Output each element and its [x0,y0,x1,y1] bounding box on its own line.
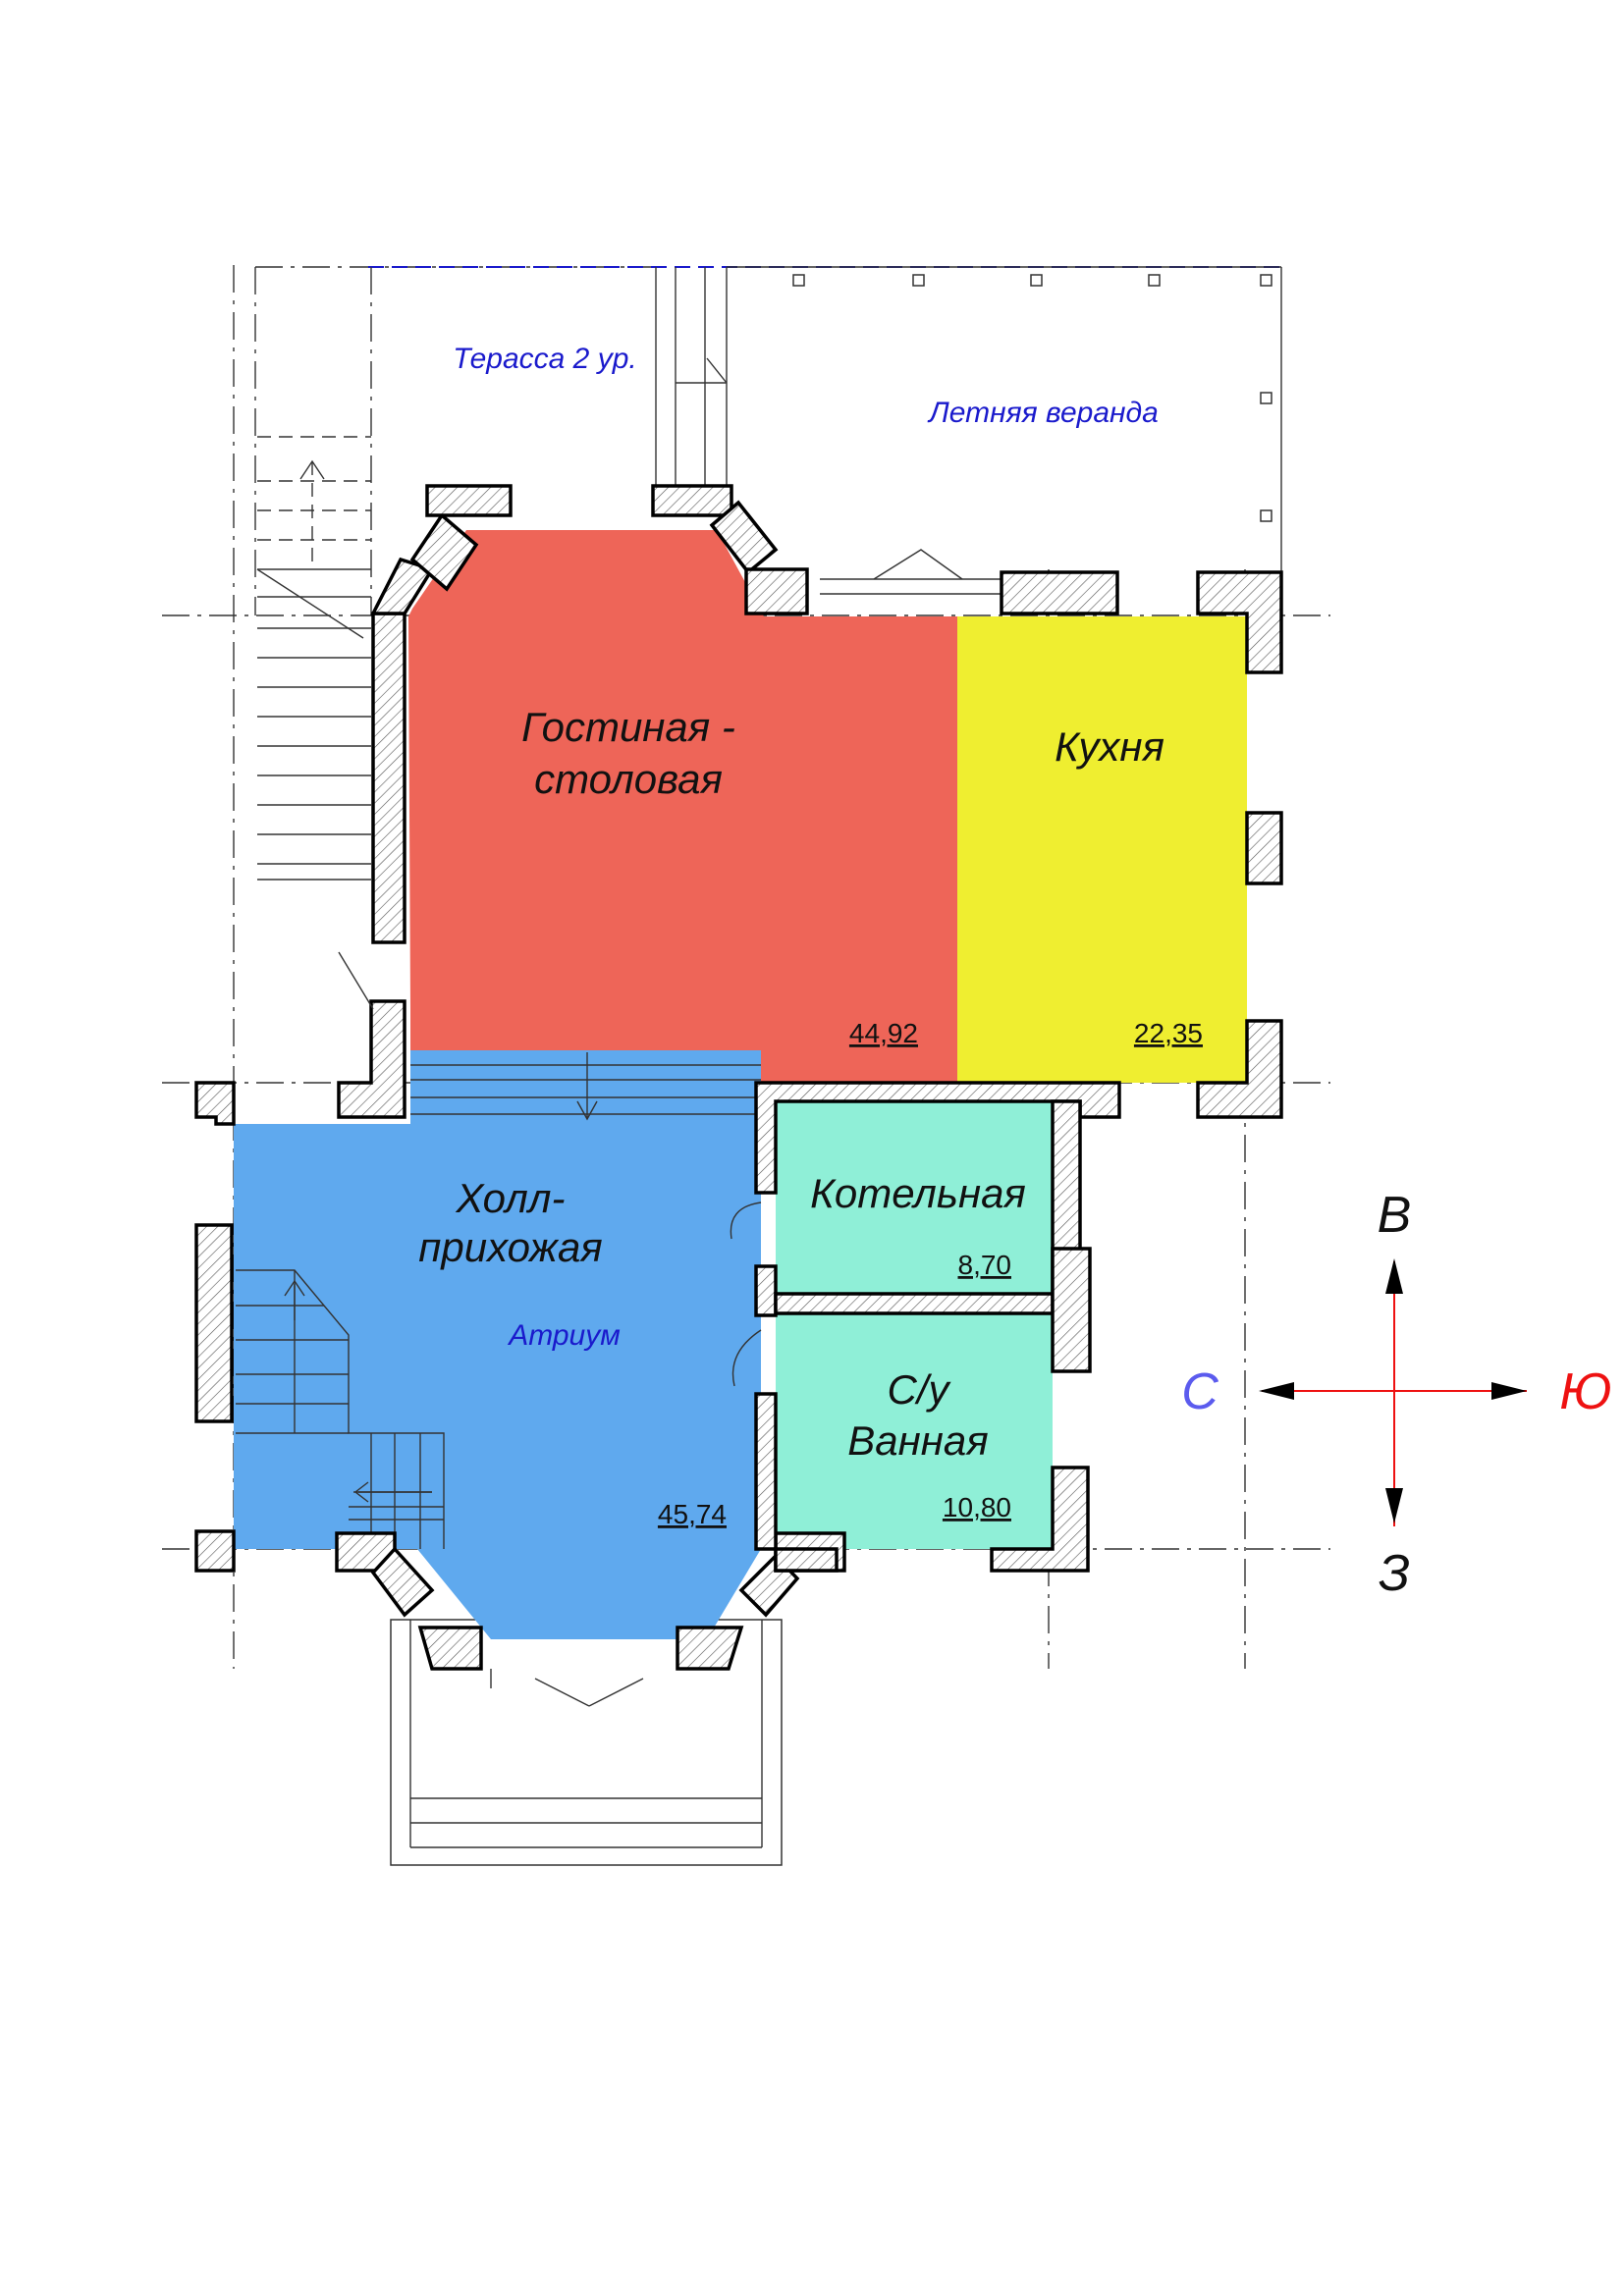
bath-fill [776,1313,1053,1549]
living-room-name-line1: Гостиная - [521,704,735,750]
compass-arrow-right [1491,1382,1527,1400]
bath-name-line1: С/у [888,1366,952,1413]
bath-area: 10,80 [943,1492,1011,1522]
compass: В З С Ю [1181,1187,1611,1602]
kitchen-fill [957,616,1247,1083]
living-room-fill [408,530,957,1083]
boiler-room-fill [776,1101,1053,1294]
living-room-name-line2: столовая [534,756,723,802]
compass-letter-up: В [1378,1187,1412,1244]
living-room-label: Гостиная - столовая 44,92 [521,704,918,1048]
bath-name-line2: Ванная [847,1417,988,1464]
compass-arrow-left [1259,1382,1294,1400]
compass-letter-right: Ю [1559,1363,1611,1420]
terrace-label: Терасса 2 ур. [453,343,636,375]
veranda-posts [792,274,1272,522]
hall-fill [234,1050,761,1639]
hall-name-line1: Холл- [456,1175,566,1221]
kitchen-label: Кухня 22,35 [1055,723,1203,1048]
boiler-room-label: Котельная 8,70 [810,1170,1026,1280]
compass-arrow-up [1385,1258,1403,1294]
hall-area: 45,74 [658,1499,727,1529]
bath-label: С/у Ванная 10,80 [847,1366,1011,1522]
kitchen-name: Кухня [1055,723,1164,770]
door-swings [338,951,762,1387]
veranda-door [820,549,1011,595]
compass-arrow-down [1385,1488,1403,1523]
hall-label: Холл- прихожая Атриум 45,74 [418,1175,727,1529]
veranda-label: Летняя веранда [927,397,1159,429]
compass-letter-down: З [1379,1545,1410,1602]
boiler-room-area: 8,70 [958,1250,1012,1280]
boiler-room-name: Котельная [810,1170,1026,1216]
walls [194,484,1283,1671]
exterior-stair-left [256,436,371,881]
living-room-area: 44,92 [849,1018,918,1048]
outdoor-labels: Терасса 2 ур. Летняя веранда [453,343,1159,429]
interior-stair [236,1052,761,1549]
compass-letter-left: С [1181,1363,1218,1420]
kitchen-area: 22,35 [1134,1018,1203,1048]
terrace-outline [254,266,1282,615]
hall-sublabel: Атриум [507,1319,621,1352]
hall-name-line2: прихожая [418,1224,602,1270]
